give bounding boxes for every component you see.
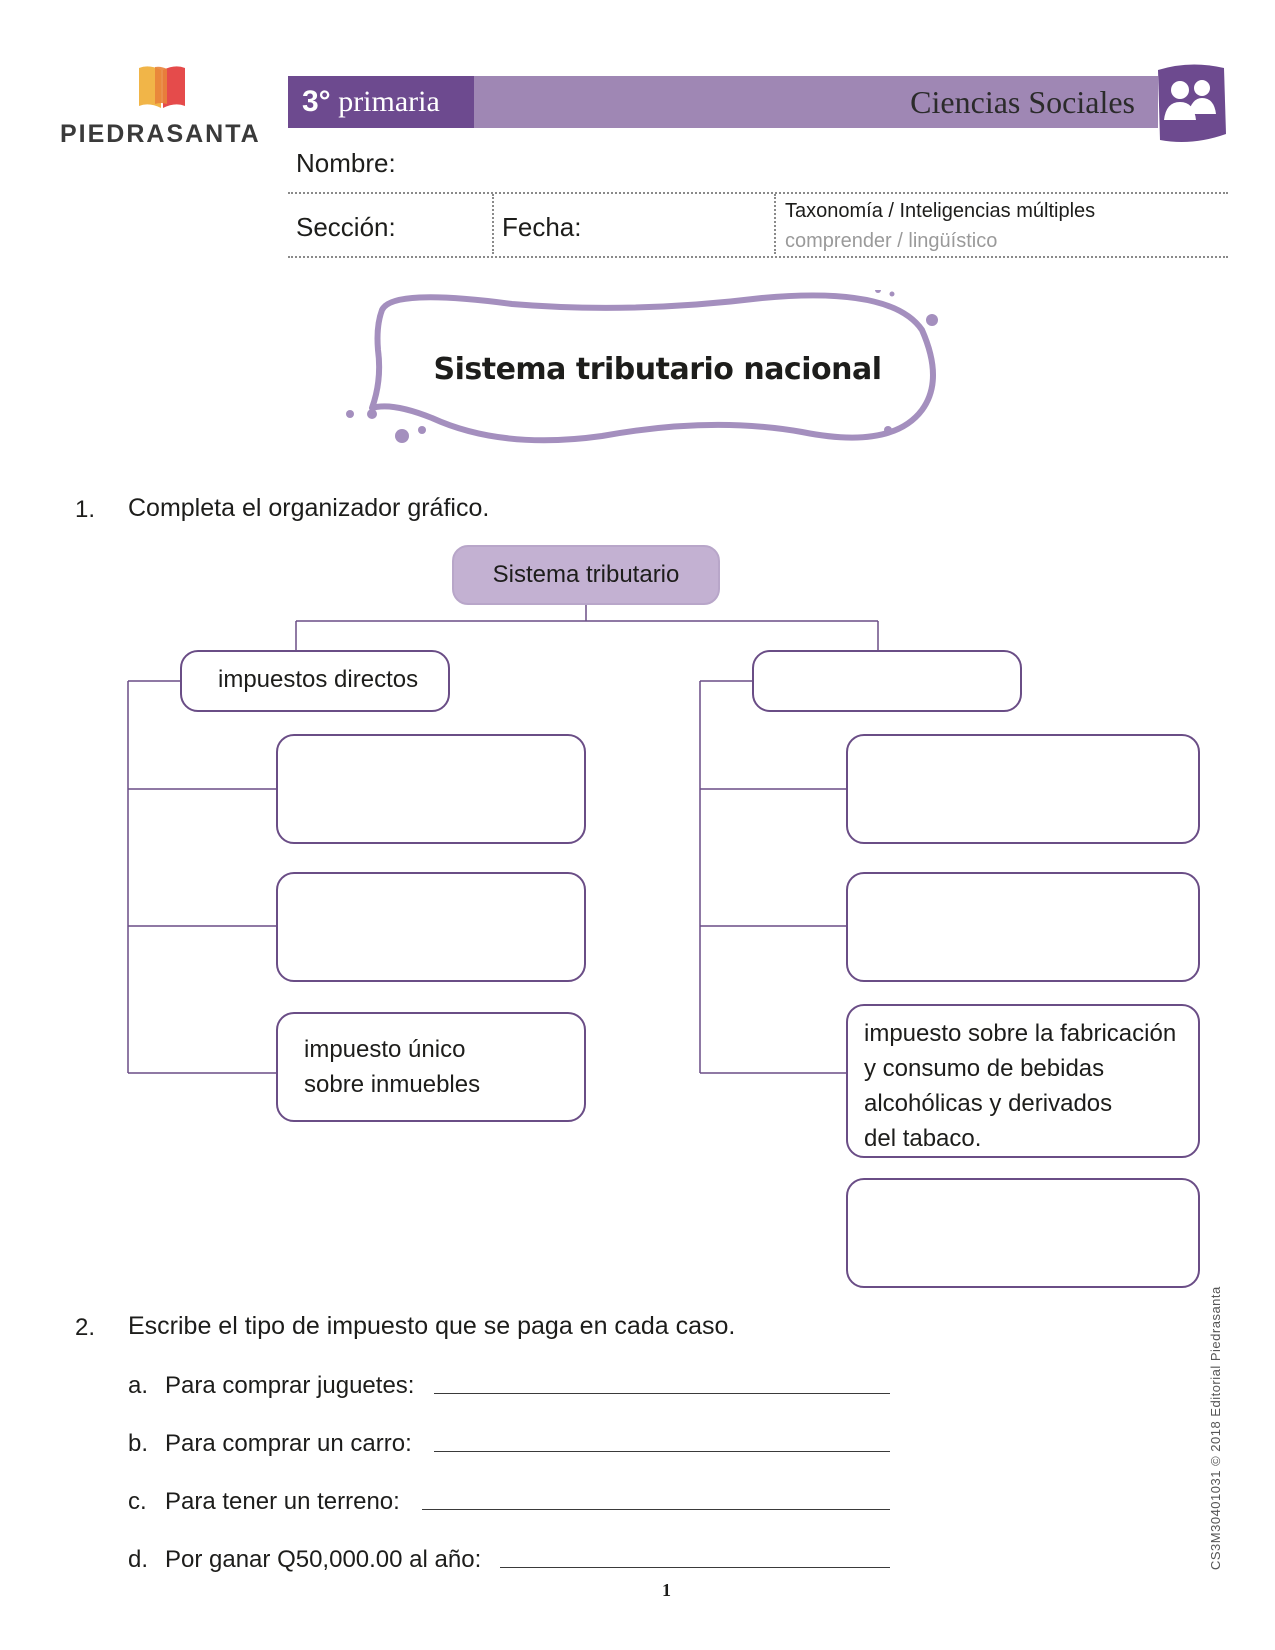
- copyright-text: CS3M30401031 © 2018 Editorial Piedrasant…: [1208, 1286, 1223, 1570]
- organizer-right-item-line: alcohólicas y derivados: [864, 1090, 1113, 1117]
- name-label: Nombre:: [296, 148, 396, 178]
- answer-prompt: Para comprar un carro:: [165, 1430, 412, 1457]
- question-number: 2.: [75, 1314, 96, 1341]
- answer-letter: d.: [128, 1546, 149, 1573]
- organizer-answer-box[interactable]: [846, 734, 1200, 844]
- organizer-answer-box[interactable]: [276, 734, 586, 844]
- answer-letter: a.: [128, 1372, 149, 1399]
- answer-line[interactable]: [422, 1509, 890, 1510]
- organizer-right-item: impuesto sobre la fabricación y consumo …: [846, 1004, 1200, 1158]
- organizer-answer-box[interactable]: [276, 872, 586, 982]
- answer-prompt: Por ganar Q50,000.00 al año:: [165, 1546, 482, 1573]
- organizer-left-item-line: sobre inmuebles: [304, 1071, 481, 1098]
- question-number: 1.: [75, 496, 96, 523]
- question-text: Completa el organizador gráfico.: [128, 494, 490, 522]
- organizer-left-item-line: impuesto único: [304, 1036, 466, 1063]
- organizer-root: Sistema tributario: [452, 545, 720, 605]
- organizer-right-item-line: y consumo de bebidas: [864, 1055, 1105, 1082]
- organizer-right-item-line: impuesto sobre la fabricación: [864, 1020, 1177, 1047]
- answer-prompt: Para comprar juguetes:: [165, 1372, 415, 1399]
- grade-number: 3°: [302, 85, 331, 118]
- organizer-right-item-line: del tabaco.: [864, 1125, 982, 1152]
- date-label: Fecha:: [502, 212, 582, 242]
- answer-line[interactable]: [434, 1393, 890, 1394]
- grade-word: primaria: [338, 85, 440, 118]
- people-icon: [1158, 64, 1226, 142]
- grade-label: 3° primaria: [288, 76, 474, 128]
- organizer-left-head: impuestos directos: [180, 650, 450, 712]
- divider: [774, 194, 776, 254]
- taxonomy-title: Taxonomía / Inteligencias múltiples: [785, 200, 1096, 222]
- taxonomy-values: comprender / lingüístico: [785, 230, 998, 252]
- answer-letter: c.: [128, 1488, 147, 1515]
- organizer-answer-box[interactable]: [846, 1178, 1200, 1288]
- organizer-left-item: impuesto único sobre inmuebles: [276, 1012, 586, 1122]
- answer-prompt: Para tener un terreno:: [165, 1488, 400, 1515]
- title-cloud-frame: [346, 290, 938, 444]
- book-logo-icon: [139, 66, 185, 108]
- divider: [288, 256, 1228, 258]
- answer-line[interactable]: [434, 1451, 890, 1452]
- organizer-answer-box[interactable]: [846, 872, 1200, 982]
- answer-line[interactable]: [500, 1567, 890, 1568]
- page-title: Sistema tributario nacional: [433, 352, 882, 387]
- divider: [288, 192, 1228, 194]
- question-text: Escribe el tipo de impuesto que se paga …: [128, 1312, 736, 1340]
- brand-logo-text: PIEDRASANTA: [60, 120, 261, 148]
- section-label: Sección:: [296, 212, 396, 242]
- subject-title: Ciencias Sociales: [910, 84, 1135, 120]
- page-number: 1: [662, 1580, 671, 1600]
- answer-letter: b.: [128, 1430, 149, 1457]
- divider: [492, 194, 494, 254]
- organizer-right-head-box[interactable]: [752, 650, 1022, 712]
